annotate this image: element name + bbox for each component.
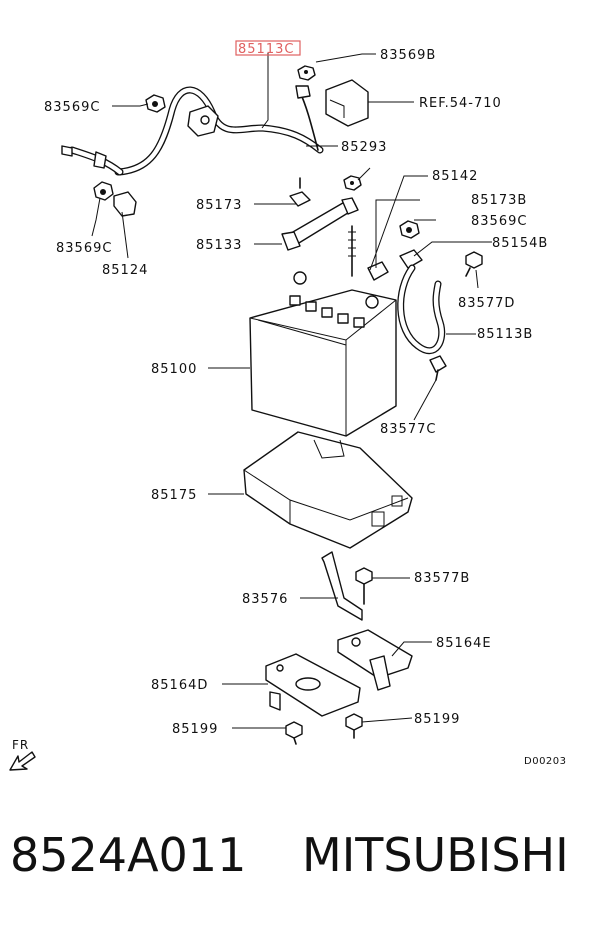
label-85113c[interactable]: 85113C [238, 42, 294, 57]
label-83569c-top[interactable]: 83569C [44, 100, 100, 115]
label-83576[interactable]: 83576 [242, 592, 288, 607]
label-85173[interactable]: 85173 [196, 198, 242, 213]
terminal-85173b [367, 261, 389, 281]
bolt-85199-left [285, 721, 303, 745]
bracket-85164d [265, 653, 361, 717]
bolt-83577d [465, 251, 483, 277]
bracket-83576 [321, 551, 363, 621]
label-ref-54-710[interactable]: REF.54-710 [419, 96, 502, 111]
diagram-canvas: 85113C 83569B 83569C REF.54-710 85293 85… [9, 40, 567, 771]
callouts: 85113C 83569B 83569C REF.54-710 85293 85… [44, 40, 548, 737]
part-number: 8524A011 [10, 828, 247, 882]
tray-85175 [243, 431, 413, 549]
highlight-box [235, 40, 301, 56]
nut-83569c-top [145, 94, 166, 113]
label-85133[interactable]: 85133 [196, 238, 242, 253]
nut-83569b [297, 65, 316, 81]
bolt-85199-right [345, 713, 363, 739]
label-83569c-right[interactable]: 83569C [471, 214, 527, 229]
battery-holder-85133 [281, 197, 359, 251]
leader-lines [91, 52, 492, 729]
label-85164d[interactable]: 85164D [151, 678, 208, 693]
label-85100[interactable]: 85100 [151, 362, 197, 377]
clamp-85173 [289, 177, 311, 207]
label-85199-right[interactable]: 85199 [414, 712, 460, 727]
nut-83569c-right [399, 220, 420, 239]
battery-cell-caps [289, 295, 365, 328]
label-85142[interactable]: 85142 [432, 169, 478, 184]
nut-83569c-left [93, 181, 114, 201]
label-83577d[interactable]: 83577D [458, 296, 515, 311]
front-direction-indicator: FR [9, 738, 36, 771]
brand-name: MITSUBISHI [302, 828, 569, 882]
footer: 8524A011 MITSUBISHI [0, 828, 600, 908]
front-arrow-icon [9, 751, 36, 771]
bracket-ref-54-710 [325, 79, 369, 127]
harness-cable-85113c [61, 85, 324, 176]
label-85124[interactable]: 85124 [102, 263, 148, 278]
label-85175[interactable]: 85175 [151, 488, 197, 503]
label-83569b[interactable]: 83569B [380, 48, 436, 63]
label-85113b[interactable]: 85113B [477, 327, 533, 342]
label-85293[interactable]: 85293 [341, 140, 387, 155]
label-85173b[interactable]: 85173B [471, 193, 527, 208]
nut-85293 [343, 175, 362, 191]
cable-85113b [397, 264, 447, 381]
label-83577c[interactable]: 83577C [380, 422, 436, 437]
label-83577b[interactable]: 83577B [414, 571, 470, 586]
boot-85124 [113, 191, 137, 217]
label-85199-left[interactable]: 85199 [172, 722, 218, 737]
bolt-83577b [355, 567, 373, 605]
label-85154b[interactable]: 85154B [492, 236, 548, 251]
drawing-code: D00203 [524, 756, 567, 767]
label-83569c-left[interactable]: 83569C [56, 241, 112, 256]
label-85164e[interactable]: 85164E [436, 636, 492, 651]
rod-85142 [348, 225, 356, 277]
battery-85100 [249, 271, 397, 437]
fr-label: FR [12, 738, 29, 752]
bracket-85164e [337, 629, 413, 691]
